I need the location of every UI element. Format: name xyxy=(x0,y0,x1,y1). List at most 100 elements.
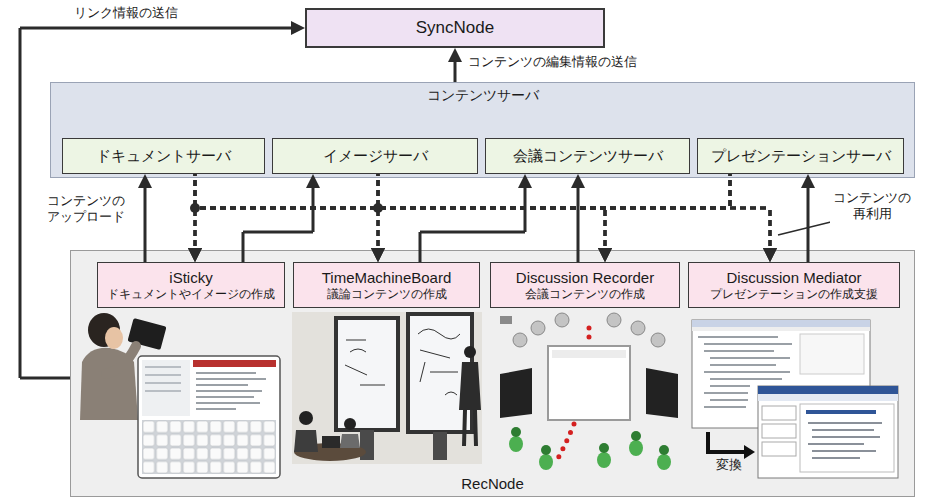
slide-bullet xyxy=(808,443,864,445)
dashed-arrow xyxy=(195,174,196,255)
person-arm xyxy=(106,346,136,374)
screen-line xyxy=(196,390,262,392)
outline-line xyxy=(704,343,792,345)
connector-segment xyxy=(377,174,380,208)
screen-shade xyxy=(552,350,626,358)
connector-segment xyxy=(378,207,770,210)
junction-dot xyxy=(190,203,200,213)
participant xyxy=(597,443,611,468)
seated-person-body xyxy=(340,434,360,448)
application-box: Discussion Mediatorプレゼンテーションの作成支援 xyxy=(688,262,900,308)
dashed-arrow xyxy=(195,174,378,255)
screen-pane xyxy=(142,360,190,416)
presenter-legs xyxy=(464,410,476,446)
presenter-body xyxy=(459,362,481,410)
connector-decorations xyxy=(190,203,847,235)
tablet-screen xyxy=(138,356,280,478)
participant-head xyxy=(659,445,669,455)
outline-line xyxy=(710,378,782,380)
connector-segment xyxy=(194,208,197,255)
edge-label-holder: コンテンツの編集情報の送信 xyxy=(466,54,639,70)
solid-arrow xyxy=(243,181,313,262)
room-sensor xyxy=(531,321,545,335)
slides-titlebar xyxy=(758,386,898,394)
connector-segment xyxy=(194,174,197,208)
room-sensor xyxy=(651,333,665,347)
connector-segment xyxy=(242,232,245,262)
dashed-arrow xyxy=(730,174,770,255)
connector-segment xyxy=(20,27,298,30)
connector-segment xyxy=(729,174,732,208)
outline-line xyxy=(710,364,776,366)
application-box: iStickyドキュメントやイメージの作成 xyxy=(97,262,285,308)
connector-segment xyxy=(243,231,313,234)
screen-line xyxy=(196,408,236,410)
convert-arrowhead xyxy=(744,445,755,459)
convert-arrow xyxy=(708,432,744,452)
slide-bullet xyxy=(812,450,876,452)
annotation-label: 変換 xyxy=(714,457,744,473)
side-panel xyxy=(800,334,864,374)
dashed-arrow xyxy=(378,174,605,255)
solid-arrow xyxy=(455,55,456,82)
outline-line xyxy=(704,406,746,408)
application-box: TimeMachineBoard議論コンテンツの作成 xyxy=(293,262,480,308)
outline-line xyxy=(704,350,774,352)
node-title: ドキュメントサーバ xyxy=(96,147,231,165)
connector-segment xyxy=(195,207,770,210)
annotation-holder: コンテンツのアップロード xyxy=(44,193,128,226)
discussion-recorder-illustration xyxy=(500,313,678,470)
connector-segment xyxy=(377,208,380,255)
participant xyxy=(509,427,523,452)
participant-body xyxy=(597,452,611,468)
connector-segment xyxy=(144,181,147,262)
slides-ribbon xyxy=(758,394,898,401)
solid-arrow xyxy=(145,181,146,262)
junction-dot xyxy=(373,203,383,213)
outline-line xyxy=(698,336,778,338)
dashed-arrow xyxy=(378,174,379,255)
slides-window xyxy=(758,386,898,478)
display-screen xyxy=(336,318,398,430)
tracking-dots xyxy=(556,328,589,462)
seated-person-head xyxy=(299,411,313,425)
connector-segment xyxy=(377,174,380,208)
connector-segment xyxy=(807,181,810,262)
outline-line xyxy=(704,371,790,373)
connector-segment xyxy=(377,174,380,208)
connector-segment xyxy=(378,207,730,210)
slide-thumbnail xyxy=(762,442,796,456)
pane-line xyxy=(145,366,181,368)
solid-arrow xyxy=(20,28,298,378)
connector-segment xyxy=(769,208,772,255)
connector-segment xyxy=(605,207,730,210)
seated-person-body xyxy=(294,430,318,452)
connector-segment xyxy=(195,207,730,210)
outline-line xyxy=(710,399,748,401)
participant-body xyxy=(509,436,523,452)
edge-label: コンテンツの編集情報の送信 xyxy=(466,54,639,70)
server-box: イメージサーバ xyxy=(272,138,478,174)
node-title: コンテンツサーバ xyxy=(427,87,539,104)
content-server-band: コンテンツサーバドキュメントサーバイメージサーバ会議コンテンツサーバプレゼンテー… xyxy=(50,82,915,178)
dashed-arrow xyxy=(195,174,378,255)
person-face xyxy=(105,327,123,349)
server-box: プレゼンテーションサーバ xyxy=(697,138,904,174)
dashed-arrow xyxy=(195,174,730,255)
solid-arrow xyxy=(578,181,579,262)
slide-bullet xyxy=(808,422,882,424)
laptop xyxy=(322,436,340,448)
participant-head xyxy=(541,445,551,455)
pane-lines xyxy=(145,366,181,392)
connector-segment xyxy=(454,55,457,82)
pane-line xyxy=(145,374,181,376)
participant xyxy=(657,445,671,470)
connector-segment xyxy=(729,174,732,208)
timemachineboard-photo xyxy=(292,312,482,464)
node-subtitle: 議論コンテンツの作成 xyxy=(327,287,447,301)
presenter-head xyxy=(464,346,476,358)
board-scribbles xyxy=(345,340,385,385)
room-sensor xyxy=(607,313,621,327)
room-background xyxy=(292,312,482,464)
connector-segment xyxy=(194,174,197,208)
